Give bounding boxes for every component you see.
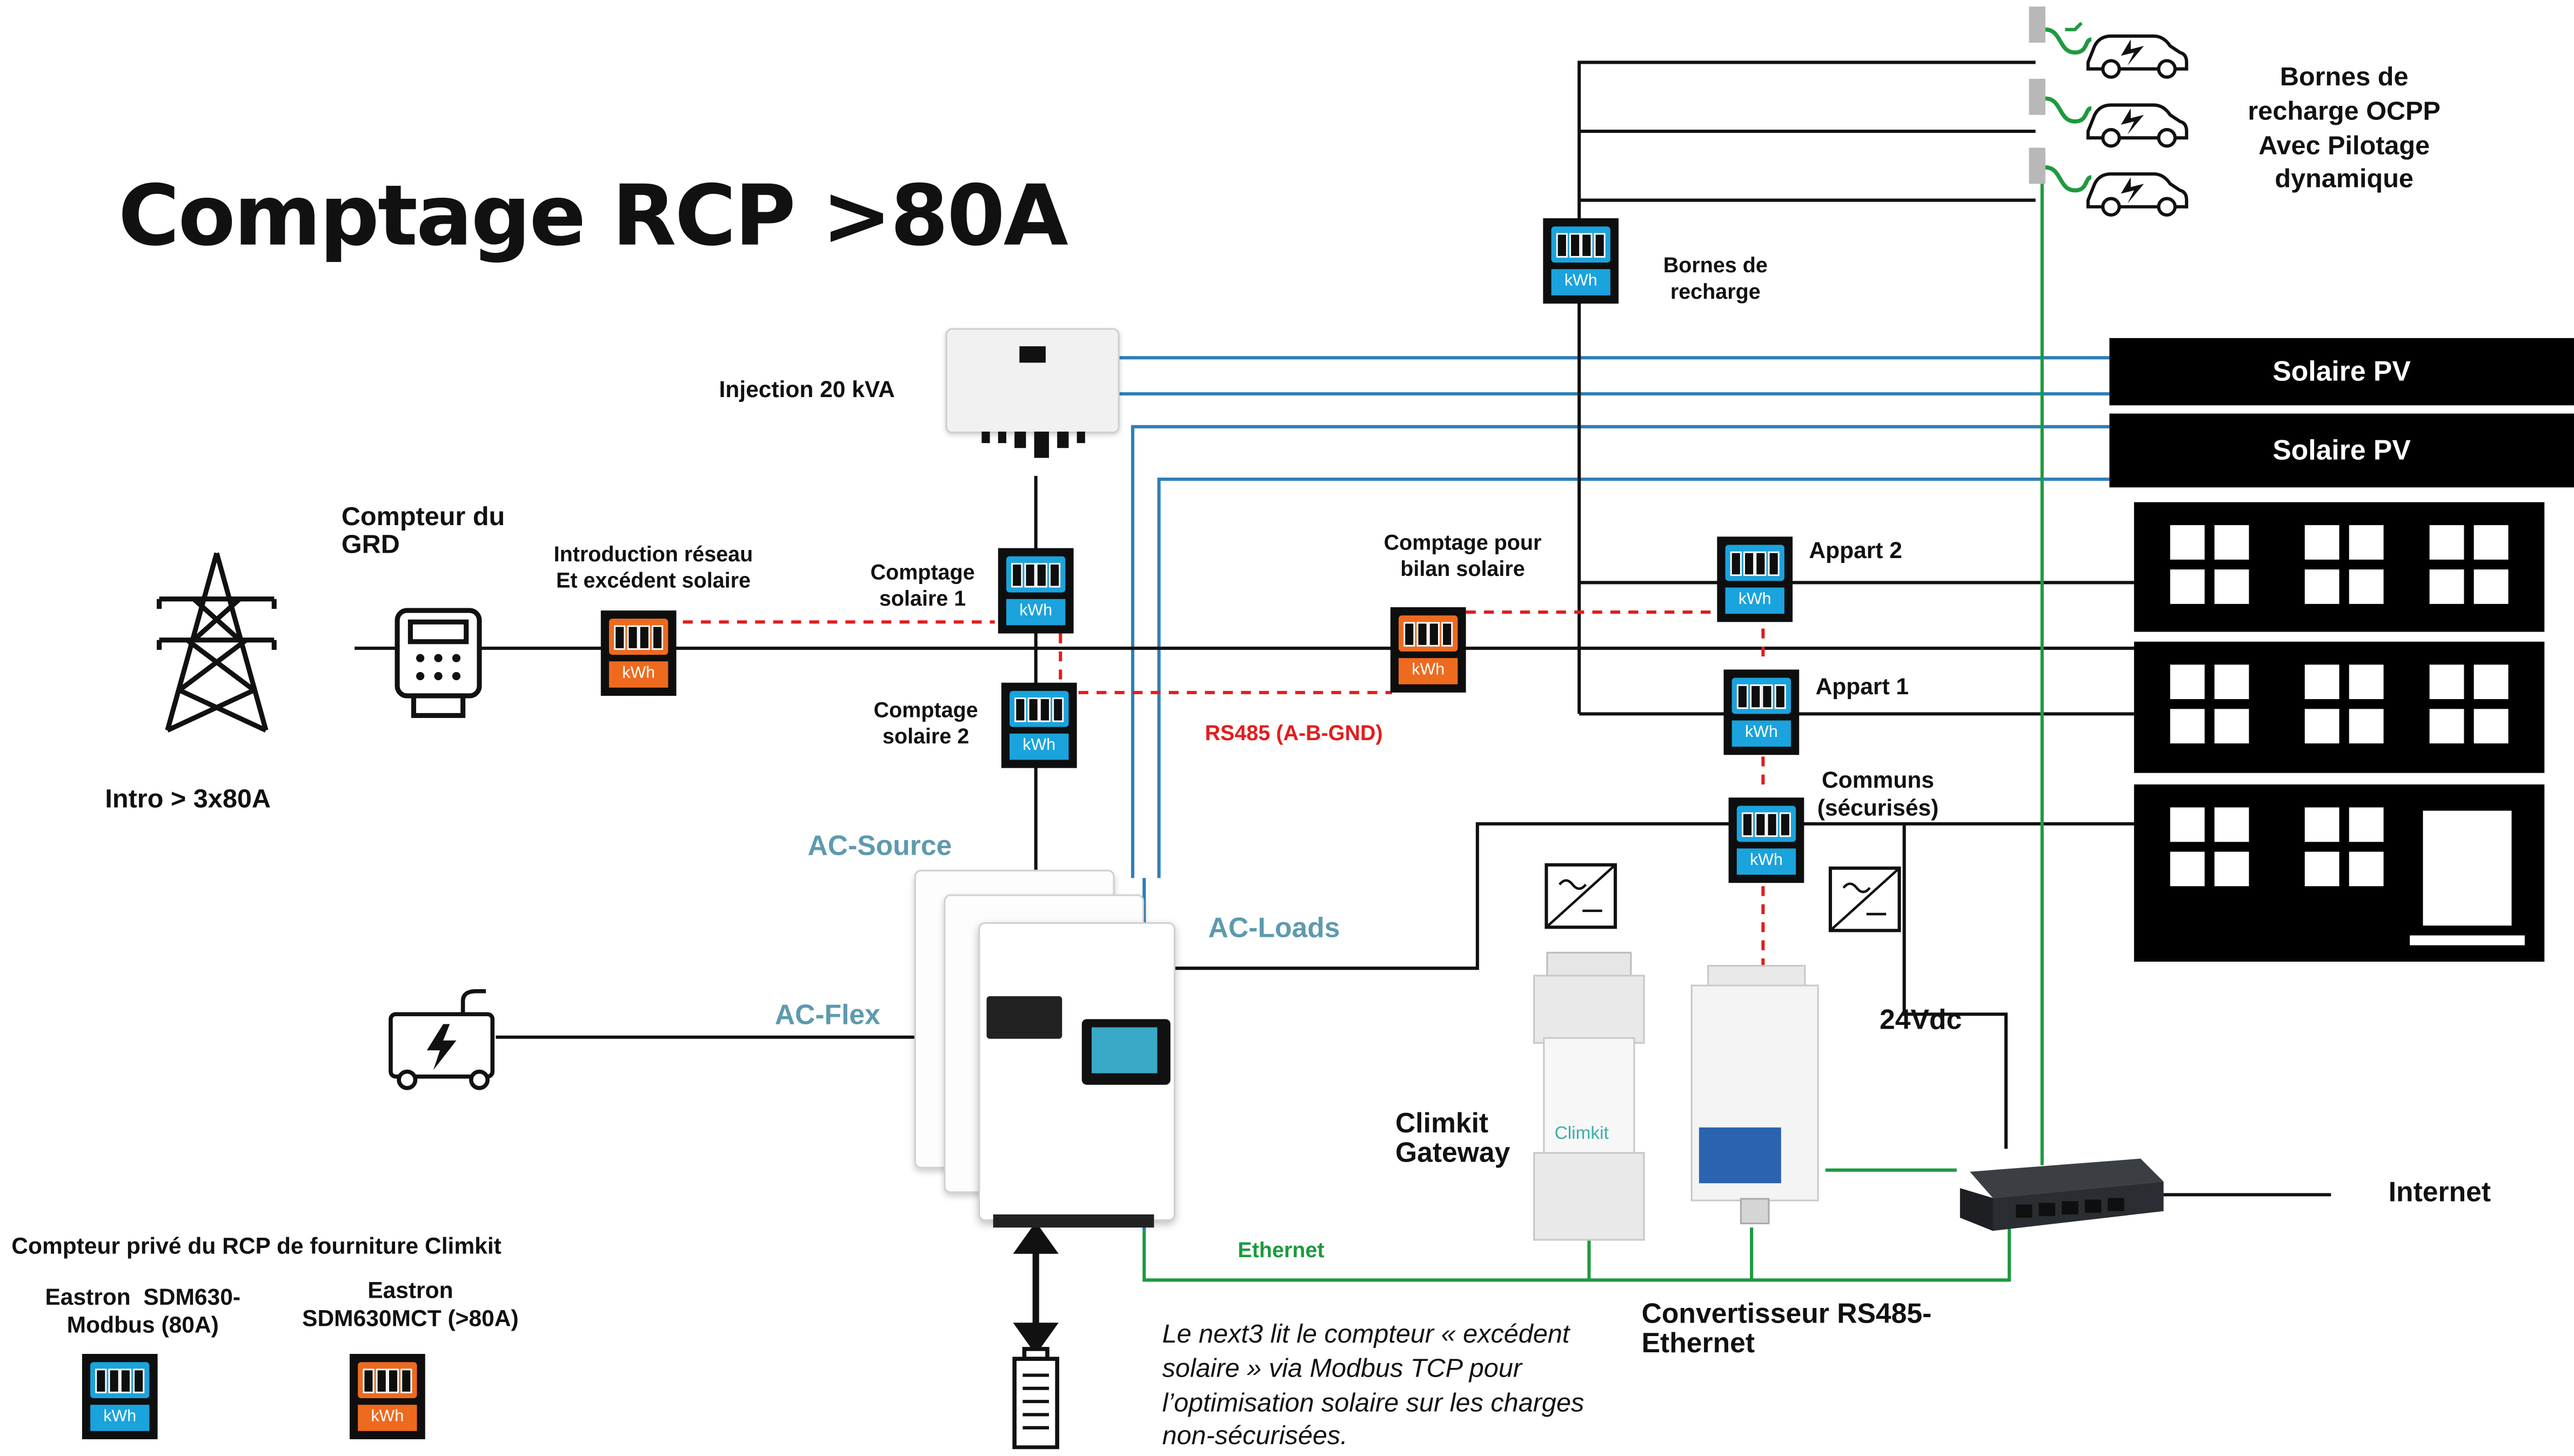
ac-source-label: AC-Source bbox=[807, 830, 952, 862]
dc-power-supply-icon bbox=[1828, 866, 1901, 932]
battery-icon bbox=[1012, 1347, 1060, 1450]
meter-communs: kWh bbox=[1728, 797, 1804, 883]
meter-appart-1: kWh bbox=[1723, 669, 1800, 755]
ac-loads-label: AC-Loads bbox=[1208, 912, 1340, 944]
meter-bornes-recharge: kWh bbox=[1543, 218, 1619, 304]
legend-meter-orange: kWh bbox=[350, 1354, 425, 1439]
grd-meter-icon bbox=[395, 608, 482, 718]
rs485-converter-icon bbox=[1690, 965, 1819, 1227]
solar-inverter-icon bbox=[945, 328, 1120, 433]
comptage-solaire-1-label: Comptage solaire 1 bbox=[870, 559, 975, 610]
internet-label: Internet bbox=[2388, 1176, 2491, 1208]
convertisseur-label: Convertisseur RS485- Ethernet bbox=[1641, 1298, 1932, 1359]
meter-intro-reseau: kWh bbox=[600, 610, 677, 696]
intro-label: Intro > 3x80A bbox=[105, 786, 271, 814]
legend-meter-blue: kWh bbox=[82, 1354, 158, 1439]
legend-eastron-mct: Eastron SDM630MCT (>80A) bbox=[302, 1277, 519, 1331]
page-title: Comptage RCP >80A bbox=[118, 169, 1068, 266]
dc-power-supply-icon bbox=[1545, 863, 1617, 929]
comptage-bilan-label: Comptage pour bilan solaire bbox=[1383, 530, 1542, 581]
rs485-label: RS485 (A-B-GND) bbox=[1205, 720, 1383, 746]
pylon-icon bbox=[157, 552, 277, 733]
door-icon bbox=[2423, 810, 2512, 926]
apartment-building-entrance-icon bbox=[2134, 784, 2545, 962]
injection-label: Injection 20 kVA bbox=[719, 375, 895, 402]
comptage-solaire-2-label: Comptage solaire 2 bbox=[873, 697, 978, 748]
legend-eastron-80: Eastron SDM630- Modbus (80A) bbox=[45, 1283, 241, 1338]
climkit-logo: Climkit bbox=[1554, 1124, 1609, 1144]
generator-icon bbox=[389, 989, 495, 1090]
apartment-building-icon bbox=[2134, 502, 2545, 632]
inverter-terminals-icon bbox=[993, 1214, 1154, 1228]
meter-comptage-solaire-2: kWh bbox=[1001, 682, 1077, 768]
inverter-connectors-icon bbox=[981, 431, 1085, 458]
bornes-ocpp-label: Bornes de recharge OCPP Avec Pilotage dy… bbox=[2248, 64, 2441, 194]
solaire-pv-banner-2: Solaire PV bbox=[2109, 413, 2574, 488]
vdc-label: 24Vdc bbox=[1880, 1004, 1962, 1036]
climkit-gateway-icon: Climkit bbox=[1533, 951, 1645, 1241]
intro-reseau-label: Introduction réseau Et excédent solaire bbox=[553, 541, 753, 592]
ethernet-lines bbox=[1142, 22, 2083, 1282]
rs485-lines bbox=[683, 610, 1765, 965]
meter-comptage-solaire-1: kWh bbox=[998, 548, 1074, 634]
inverter-display-icon bbox=[1081, 1019, 1171, 1085]
climkit-gateway-label: Climkit Gateway bbox=[1395, 1108, 1510, 1169]
ev-charger-car-icon bbox=[2029, 6, 2189, 217]
apartment-building-icon bbox=[2134, 641, 2545, 773]
meter-appart-2: kWh bbox=[1717, 536, 1793, 622]
network-switch-icon bbox=[1960, 1158, 2164, 1231]
ac-flex-label: AC-Flex bbox=[774, 999, 880, 1031]
bornes-recharge-label: Bornes de recharge bbox=[1663, 252, 1768, 303]
appart-1-label: Appart 1 bbox=[1815, 673, 1909, 700]
battery-link bbox=[1013, 1222, 1059, 1355]
modbus-note: Le next3 lit le compteur « excédent sola… bbox=[1162, 1321, 1584, 1452]
next3-inverter-icon bbox=[978, 922, 1175, 1221]
appart-2-label: Appart 2 bbox=[1809, 536, 1902, 563]
legend-title: Compteur privé du RCP de fourniture Clim… bbox=[11, 1232, 502, 1259]
solaire-pv-banner-1: Solaire PV bbox=[2109, 338, 2574, 406]
meter-comptage-bilan: kWh bbox=[1390, 607, 1466, 693]
grd-meter-label: Compteur du GRD bbox=[341, 504, 505, 560]
communs-label: Communs (sécurisés) bbox=[1817, 766, 1939, 821]
ethernet-label: Ethernet bbox=[1238, 1237, 1325, 1262]
